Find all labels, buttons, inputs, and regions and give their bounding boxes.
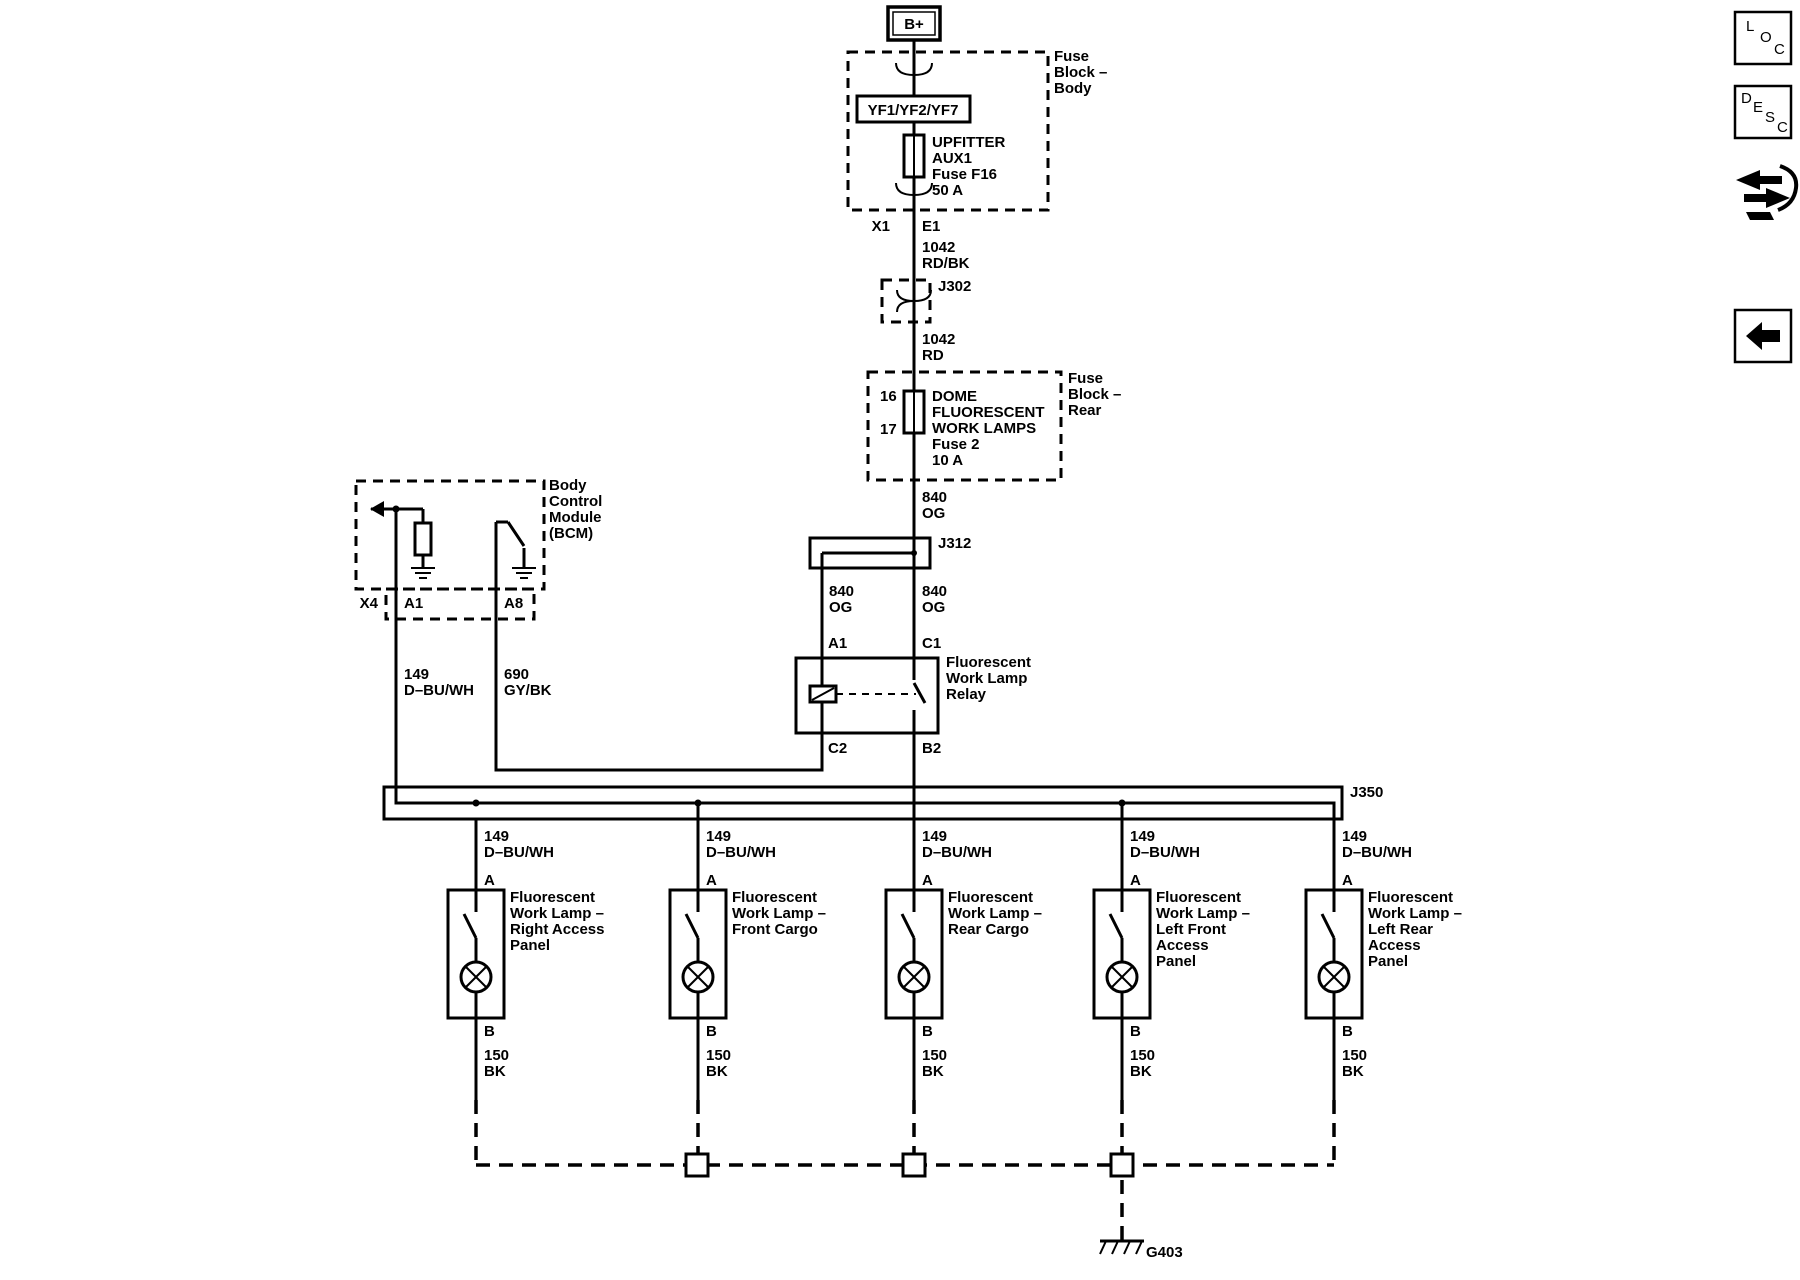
- fuse-block-rear: Fuse Block – Rear 16 17 DOME FLUORESCENT…: [866, 370, 1126, 482]
- svg-text:E: E: [1753, 99, 1763, 116]
- connector-x1: X1: [872, 218, 890, 235]
- bcm-connector-x4: X4: [360, 595, 379, 612]
- ground-bus: G403: [476, 1152, 1334, 1261]
- svg-text:C: C: [1777, 119, 1788, 136]
- fuse-2-label: DOME FLUORESCENT WORK LAMPS Fuse 2 10 A: [932, 388, 1049, 469]
- relay-name: Fluorescent Work Lamp Relay: [946, 654, 1035, 703]
- ground-g403-symbol: [1099, 1239, 1144, 1255]
- pin-e1: E1: [922, 218, 940, 235]
- lamp-pin-a: A: [922, 872, 933, 889]
- splice-node: [1118, 799, 1126, 807]
- lamp-pin-b: B: [922, 1023, 933, 1040]
- svg-text:O: O: [1760, 29, 1772, 46]
- splice-j312: J312: [808, 535, 971, 570]
- lamp-pin-a: A: [1342, 872, 1353, 889]
- svg-text:C: C: [1774, 41, 1785, 58]
- lamp-pin-b: B: [1342, 1023, 1353, 1040]
- svg-text:J312: J312: [938, 535, 971, 552]
- svg-text:D: D: [1741, 90, 1752, 107]
- loc-button[interactable]: L O C: [1733, 10, 1793, 66]
- body-control-module: Body Control Module (BCM) X4 A1 A8: [354, 477, 607, 808]
- wire-1042-rdbk: 1042 RD/BK: [922, 239, 970, 272]
- lamp-pin-b: B: [484, 1023, 495, 1040]
- work-lamp-relay: A1 C1 Fluorescent Work Lamp Relay C2 B2: [794, 635, 1035, 757]
- connector-end-view-icon[interactable]: [1736, 164, 1799, 220]
- ground-splice-3: [1109, 1152, 1135, 1178]
- splice-node: [472, 799, 480, 807]
- fuse-group-label: YF1/YF2/YF7: [855, 94, 972, 124]
- bcm-pin-a1: A1: [404, 595, 423, 612]
- splice-j350: J350: [382, 784, 1383, 821]
- wire-840-top: 840 OG: [922, 489, 951, 522]
- svg-text:J350: J350: [1350, 784, 1383, 801]
- wire-840-left: 840 OG: [829, 583, 858, 616]
- back-button[interactable]: [1733, 308, 1793, 364]
- lamp-pin-b: B: [706, 1023, 717, 1040]
- fuse-block-body: Fuse Block – Body YF1/YF2/YF7 UPFITTER A…: [846, 48, 1112, 212]
- ground-splice-1: [684, 1152, 710, 1178]
- lamp-pin-a: A: [484, 872, 495, 889]
- desc-button[interactable]: D E S C: [1733, 84, 1793, 140]
- ground-splice-2: [901, 1152, 927, 1178]
- relay-pin-a1: A1: [828, 635, 847, 652]
- splice-node: [694, 799, 702, 807]
- fuse-2-symbol: [902, 389, 926, 435]
- fuse-f16-label: UPFITTER AUX1 Fuse F16 50 A: [932, 134, 1010, 199]
- svg-text:L: L: [1746, 18, 1754, 35]
- pin-16: 16: [880, 388, 897, 405]
- lamp-pin-b: B: [1130, 1023, 1141, 1040]
- back-arrow-icon: [1746, 322, 1780, 350]
- wire-149-bcm: 149 D–BU/WH: [404, 666, 474, 699]
- pin-17: 17: [880, 421, 897, 438]
- relay-pin-b2: B2: [922, 740, 941, 757]
- lamp-pin-a: A: [706, 872, 717, 889]
- bcm-name: Body Control Module (BCM): [549, 477, 607, 542]
- ground-g403-label: G403: [1146, 1244, 1183, 1261]
- fuse-f16-symbol: [902, 133, 926, 179]
- wire-1042-rd: 1042 RD: [922, 331, 960, 364]
- fuse-block-body-name: Fuse Block – Body: [1054, 48, 1112, 97]
- bcm-pin-a8: A8: [504, 595, 523, 612]
- splice-j302: J302: [880, 278, 971, 324]
- wire-690: 690 GY/BK: [504, 666, 552, 699]
- svg-text:YF1/YF2/YF7: YF1/YF2/YF7: [868, 102, 959, 119]
- svg-text:J302: J302: [938, 278, 971, 295]
- battery-source: B+: [886, 5, 942, 42]
- fuse-block-rear-name: Fuse Block – Rear: [1068, 370, 1126, 419]
- svg-text:S: S: [1765, 109, 1775, 126]
- lamp-pin-a: A: [1130, 872, 1141, 889]
- relay-pin-c2: C2: [828, 740, 847, 757]
- relay-pin-c1: C1: [922, 635, 941, 652]
- wire-840-right: 840 OG: [922, 583, 951, 616]
- svg-text:B+: B+: [904, 16, 924, 33]
